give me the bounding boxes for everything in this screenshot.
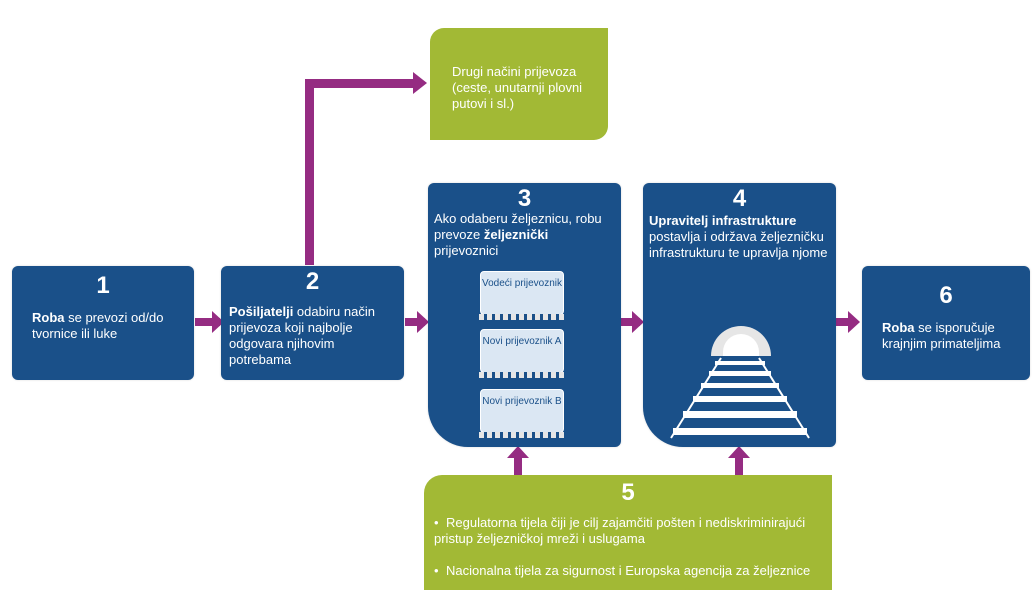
box-3-text: Ako odaberu željeznicu, robu prevoze žel…: [434, 211, 616, 259]
box-6-number: 6: [939, 282, 953, 309]
box-1-rest: se prevozi od/do tvornice ili luke: [32, 310, 164, 341]
bullet-dot-icon: •: [434, 515, 439, 530]
railway-track-icon: [670, 357, 810, 439]
arrow-2-up-vertical: [305, 79, 314, 265]
arrow-5-to-4-head: [728, 446, 750, 458]
box-2-number: 2: [305, 268, 320, 295]
box-6-rest: se isporučuje krajnjim primateljima: [882, 320, 1001, 351]
arrow-5-to-3: [514, 455, 522, 477]
box-3-rail-carriers: 3 Ako odaberu željeznicu, robu prevoze ž…: [428, 183, 621, 447]
box-6-text: Roba se isporučuje krajnjim primateljima: [882, 320, 1022, 352]
box-1-goods: 1 Roba se prevozi od/do tvornice ili luk…: [12, 266, 194, 380]
box-2-bold: Pošiljatelji: [229, 304, 294, 319]
arrow-2-to-3: [405, 318, 425, 326]
box-3-text-a: Ako odaberu željeznicu, robu prevoze: [434, 211, 602, 242]
wagon-lead-label: Vodeći prijevoznik: [481, 278, 563, 289]
box-6-bold: Roba: [882, 320, 915, 335]
box-4-infrastructure-manager: 4 Upravitelj infrastrukture postavlja i …: [643, 183, 836, 447]
box-1-bold: Roba: [32, 310, 65, 325]
arrow-2-to-3-head: [417, 311, 429, 333]
box-1-number: 1: [96, 272, 110, 299]
other-transport-text: Drugi načini prijevoza (ceste, unutarnji…: [452, 64, 583, 111]
wagon-a-wheels: [479, 372, 565, 378]
box-5-bullet-1: •Regulatorna tijela čiji je cilj zajamči…: [434, 515, 814, 547]
box-2-rest: odabiru način prijevoza koji najbolje od…: [229, 304, 375, 367]
box-5-bullet-1-text: Regulatorna tijela čiji je cilj zajamčit…: [434, 515, 806, 546]
arrow-1-to-2: [195, 318, 220, 326]
box-4-rest: postavlja i održava željezničku infrastr…: [649, 229, 828, 260]
box-3-number: 3: [517, 185, 532, 212]
wagon-new-carrier-a: Novi prijevoznik A: [479, 329, 565, 378]
box-6-delivery: 6 Roba se isporučuje krajnjim primatelji…: [862, 266, 1030, 380]
arrow-3-to-4-head: [632, 311, 644, 333]
arrow-5-to-4: [735, 455, 743, 477]
wagon-lead-carrier: Vodeći prijevoznik: [479, 271, 565, 320]
wagon-b-label: Novi prijevoznik B: [482, 396, 562, 407]
box-5-bullet-2: • Nacionalna tijela za sigurnost i Europs…: [434, 563, 824, 579]
box-3-text-b: prijevoznici: [434, 243, 499, 258]
box-5-bullet-2-text: Nacionalna tijela za sigurnost i Europsk…: [446, 563, 811, 578]
box-4-number: 4: [732, 185, 747, 212]
box-4-text: Upravitelj infrastrukture postavlja i od…: [649, 213, 831, 261]
arrow-5-to-3-head: [507, 446, 529, 458]
arrow-4-to-6: [836, 318, 852, 326]
wagon-lead-wheels: [479, 314, 565, 320]
arrow-2-up-horizontal: [305, 79, 415, 88]
wagon-new-carrier-b: Novi prijevoznik B: [479, 389, 565, 438]
box-5-regulators: 5 •Regulatorna tijela čiji je cilj zajam…: [424, 475, 832, 590]
box-4-bold: Upravitelj infrastrukture: [649, 213, 797, 228]
tunnel-opening: [723, 334, 759, 356]
wagon-a-label: Novi prijevoznik A: [482, 336, 562, 347]
box-1-text: Roba se prevozi od/do tvornice ili luke: [32, 310, 182, 342]
bullet-dot-icon: •: [434, 563, 439, 578]
arrow-2-up-head: [413, 72, 427, 94]
wagon-b-wheels: [479, 432, 565, 438]
box-2-shippers: 2 Pošiljatelji odabiru način prijevoza k…: [221, 266, 404, 380]
box-3-bold: željeznički: [483, 227, 549, 242]
box-2-text: Pošiljatelji odabiru način prijevoza koj…: [229, 304, 397, 368]
arrow-3-to-4: [620, 318, 640, 326]
other-transport-modes: Drugi načini prijevoza (ceste, unutarnji…: [430, 28, 608, 140]
arrow-4-to-6-head: [848, 311, 860, 333]
box-5-number: 5: [621, 479, 635, 506]
